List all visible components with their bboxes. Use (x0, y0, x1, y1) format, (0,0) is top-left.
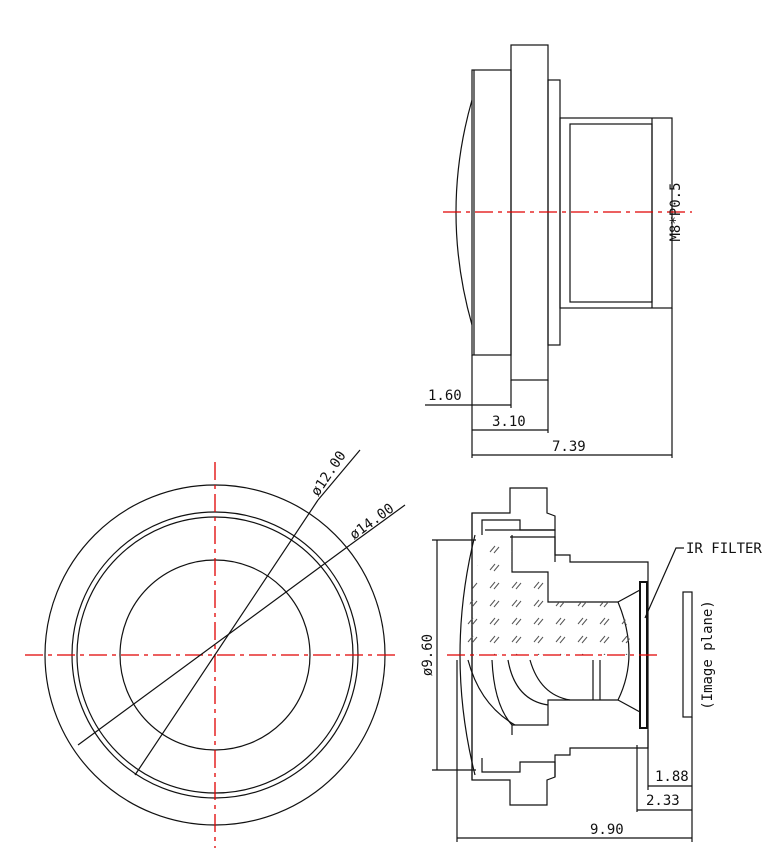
dim-dia-14: ø14.00 (347, 501, 397, 544)
thread-label: M8*P0.5 (668, 182, 684, 241)
ir-filter-label: IR FILTER (686, 541, 762, 557)
dim-1-60: 1.60 (428, 388, 462, 404)
dim-9-90: 9.90 (590, 822, 624, 838)
dim-1-88: 1.88 (655, 769, 689, 785)
thread-body (559, 117, 673, 309)
side-view: M8*P0.5 1.60 3.10 7.39 (425, 44, 692, 458)
dim-dia-9-60: ø9.60 (420, 634, 436, 676)
image-plane (682, 591, 693, 718)
dim-3-10: 3.10 (492, 414, 526, 430)
front-view: ø12.00 ø14.00 (25, 448, 406, 848)
dim-7-39: 7.39 (552, 439, 586, 455)
section-view: IR FILTER (Image plane) ø9.60 1.88 2.33 … (420, 487, 762, 842)
dim-dia-12: ø12.00 (308, 448, 350, 499)
image-plane-label: (Image plane) (700, 600, 716, 710)
dim-2-33: 2.33 (646, 793, 680, 809)
